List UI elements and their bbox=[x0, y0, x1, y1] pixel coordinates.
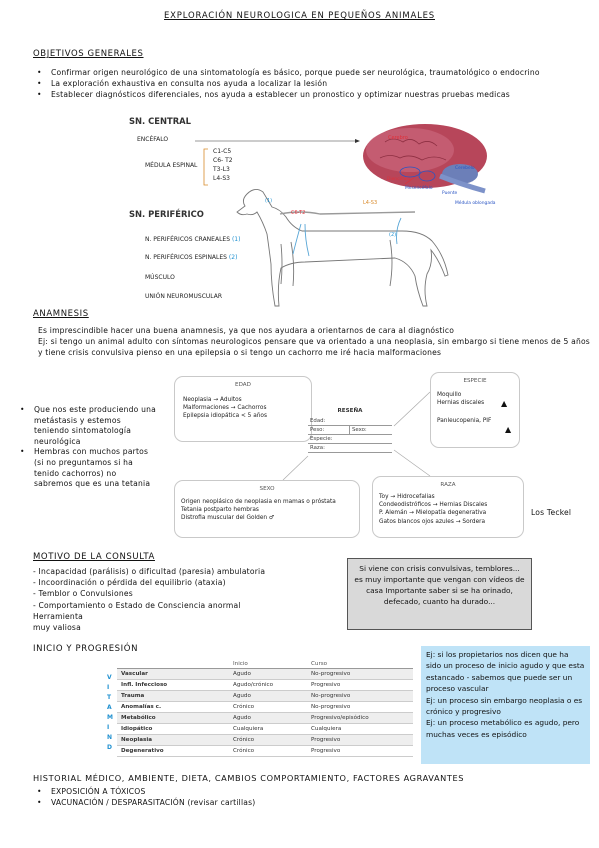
medula-label: MÉDULA ESPINAL bbox=[145, 162, 198, 169]
objetivos-list: Confirmar origen neurológico de una sint… bbox=[33, 67, 588, 101]
sn-periferico-label: SN. PERIFÉRICO bbox=[129, 209, 204, 219]
vitamind-letters: V I T A M I N D bbox=[107, 674, 113, 751]
resena-card: RESEÑA Edad: Peso:Sexo: Especie: Raza: bbox=[308, 408, 392, 453]
brain-label: Cerebro bbox=[388, 135, 408, 141]
historial-heading: HISTORIAL MÉDICO, AMBIENTE, DIETA, CAMBI… bbox=[33, 773, 465, 783]
video-note: Si viene con crisis convulsivas, temblor… bbox=[347, 558, 532, 630]
inicio-heading: INICIO Y PROGRESIÓN bbox=[33, 644, 139, 654]
progresion-note: Ej: si los propietarios nos dicen que ha… bbox=[421, 646, 590, 764]
brain-label: Puente bbox=[442, 191, 458, 196]
teckel-note: Los Teckel bbox=[531, 508, 572, 517]
segment-label: C1-C5 bbox=[213, 148, 232, 155]
dog-label: C6-T2 bbox=[291, 210, 306, 216]
resena-fields: Edad: Peso:Sexo: Especie: Raza: bbox=[308, 417, 392, 453]
historial-list: EXPOSICIÓN A TÓXICOS VACUNACIÓN / DESPAR… bbox=[33, 786, 533, 809]
dog-label: (1) bbox=[265, 198, 273, 204]
segment-label: T3-L3 bbox=[213, 166, 230, 173]
objetivos-heading: OBJETIVOS GENERALES bbox=[33, 49, 144, 59]
resena-title: RESEÑA bbox=[337, 408, 363, 414]
raza-header: RAZA bbox=[440, 482, 456, 488]
motivo-list: - Incapacidad (parálisis) o dificultad (… bbox=[33, 566, 333, 633]
list-item: muy valiosa bbox=[33, 623, 81, 633]
diagram-graphics bbox=[195, 124, 487, 307]
dog-label: (2) bbox=[389, 232, 397, 238]
sexo-box: SEXO Origen neoplásico de neoplasia en m… bbox=[174, 480, 360, 538]
encefalo-label: ENCÉFALO bbox=[137, 136, 169, 143]
dog-icon: ▲ bbox=[501, 399, 508, 408]
list-item: - Comportamiento o Estado de Consciencia… bbox=[33, 600, 241, 610]
list-item: - Incapacidad (parálisis) o dificultad (… bbox=[33, 567, 266, 576]
musculo-label: MÚSCULO bbox=[145, 274, 175, 281]
especie-header: ESPECIE bbox=[463, 378, 487, 384]
list-item: VACUNACIÓN / DESPARASITACIÓN (revisar ca… bbox=[33, 797, 533, 808]
edad-header: EDAD bbox=[235, 382, 251, 388]
nervios-craneales-label: N. PERIFÉRICOS CRANEALES (1) bbox=[145, 236, 241, 243]
list-item: Establecer diagnósticos diferenciales, n… bbox=[33, 89, 588, 100]
brain-label: Cerebelo bbox=[455, 166, 475, 171]
list-item: Que nos este produciendo una metástasis … bbox=[16, 405, 156, 447]
edad-box: EDAD Neoplasia → Adultos Malformaciones … bbox=[174, 376, 312, 442]
side-notes: Que nos este produciendo una metástasis … bbox=[16, 405, 156, 490]
page-title: EXPLORACIÓN NEUROLOGICA EN PEQUEÑOS ANIM… bbox=[164, 11, 435, 21]
dog-label: L4-S3 bbox=[363, 200, 378, 206]
list-item: Hembras con muchos partos (si no pregunt… bbox=[16, 447, 156, 489]
anamnesis-text: Es imprescindible hacer una buena anamne… bbox=[38, 326, 590, 358]
especie-box: ESPECIE Moquillo Hernias discales Panleu… bbox=[430, 372, 520, 448]
sexo-header: SEXO bbox=[259, 486, 275, 492]
anamnesis-heading: ANAMNESIS bbox=[33, 309, 89, 319]
sn-central-label: SN. CENTRAL bbox=[129, 116, 191, 126]
list-item: - Temblor o Convulsiones bbox=[33, 589, 133, 599]
segment-label: L4-S3 bbox=[213, 175, 230, 182]
list-item: La exploración exhaustiva en consulta no… bbox=[33, 78, 588, 89]
dog-illustration bbox=[236, 189, 449, 307]
brain-illustration bbox=[363, 124, 487, 194]
cat-icon: ▲ bbox=[505, 425, 512, 434]
list-item: Herramienta bbox=[33, 611, 83, 621]
brain-label: Mesencéfalo bbox=[405, 186, 433, 191]
brain-label: Diencéfalo bbox=[387, 177, 411, 182]
union-label: UNIÓN NEUROMUSCULAR bbox=[145, 293, 223, 300]
motivo-heading: MOTIVO DE LA CONSULTA bbox=[33, 552, 155, 562]
segment-label: C6- T2 bbox=[213, 157, 233, 164]
raza-box: RAZA Toy → Hidrocefalias Condeodistrófic… bbox=[372, 476, 524, 538]
list-item: Confirmar origen neurológico de una sint… bbox=[33, 67, 588, 78]
nervios-espinales-label: N. PERIFÉRICOS ESPINALES (2) bbox=[145, 254, 238, 261]
list-item: - Incoordinación o pérdida del equilibri… bbox=[33, 578, 226, 588]
nervous-system-diagram: SN. CENTRAL ENCÉFALO MÉDULA ESPINAL C1-C… bbox=[105, 114, 500, 310]
resena-diagram: EDAD Neoplasia → Adultos Malformaciones … bbox=[168, 366, 524, 554]
brain-label: Médula oblongada bbox=[455, 201, 496, 206]
list-item: EXPOSICIÓN A TÓXICOS bbox=[33, 786, 533, 797]
